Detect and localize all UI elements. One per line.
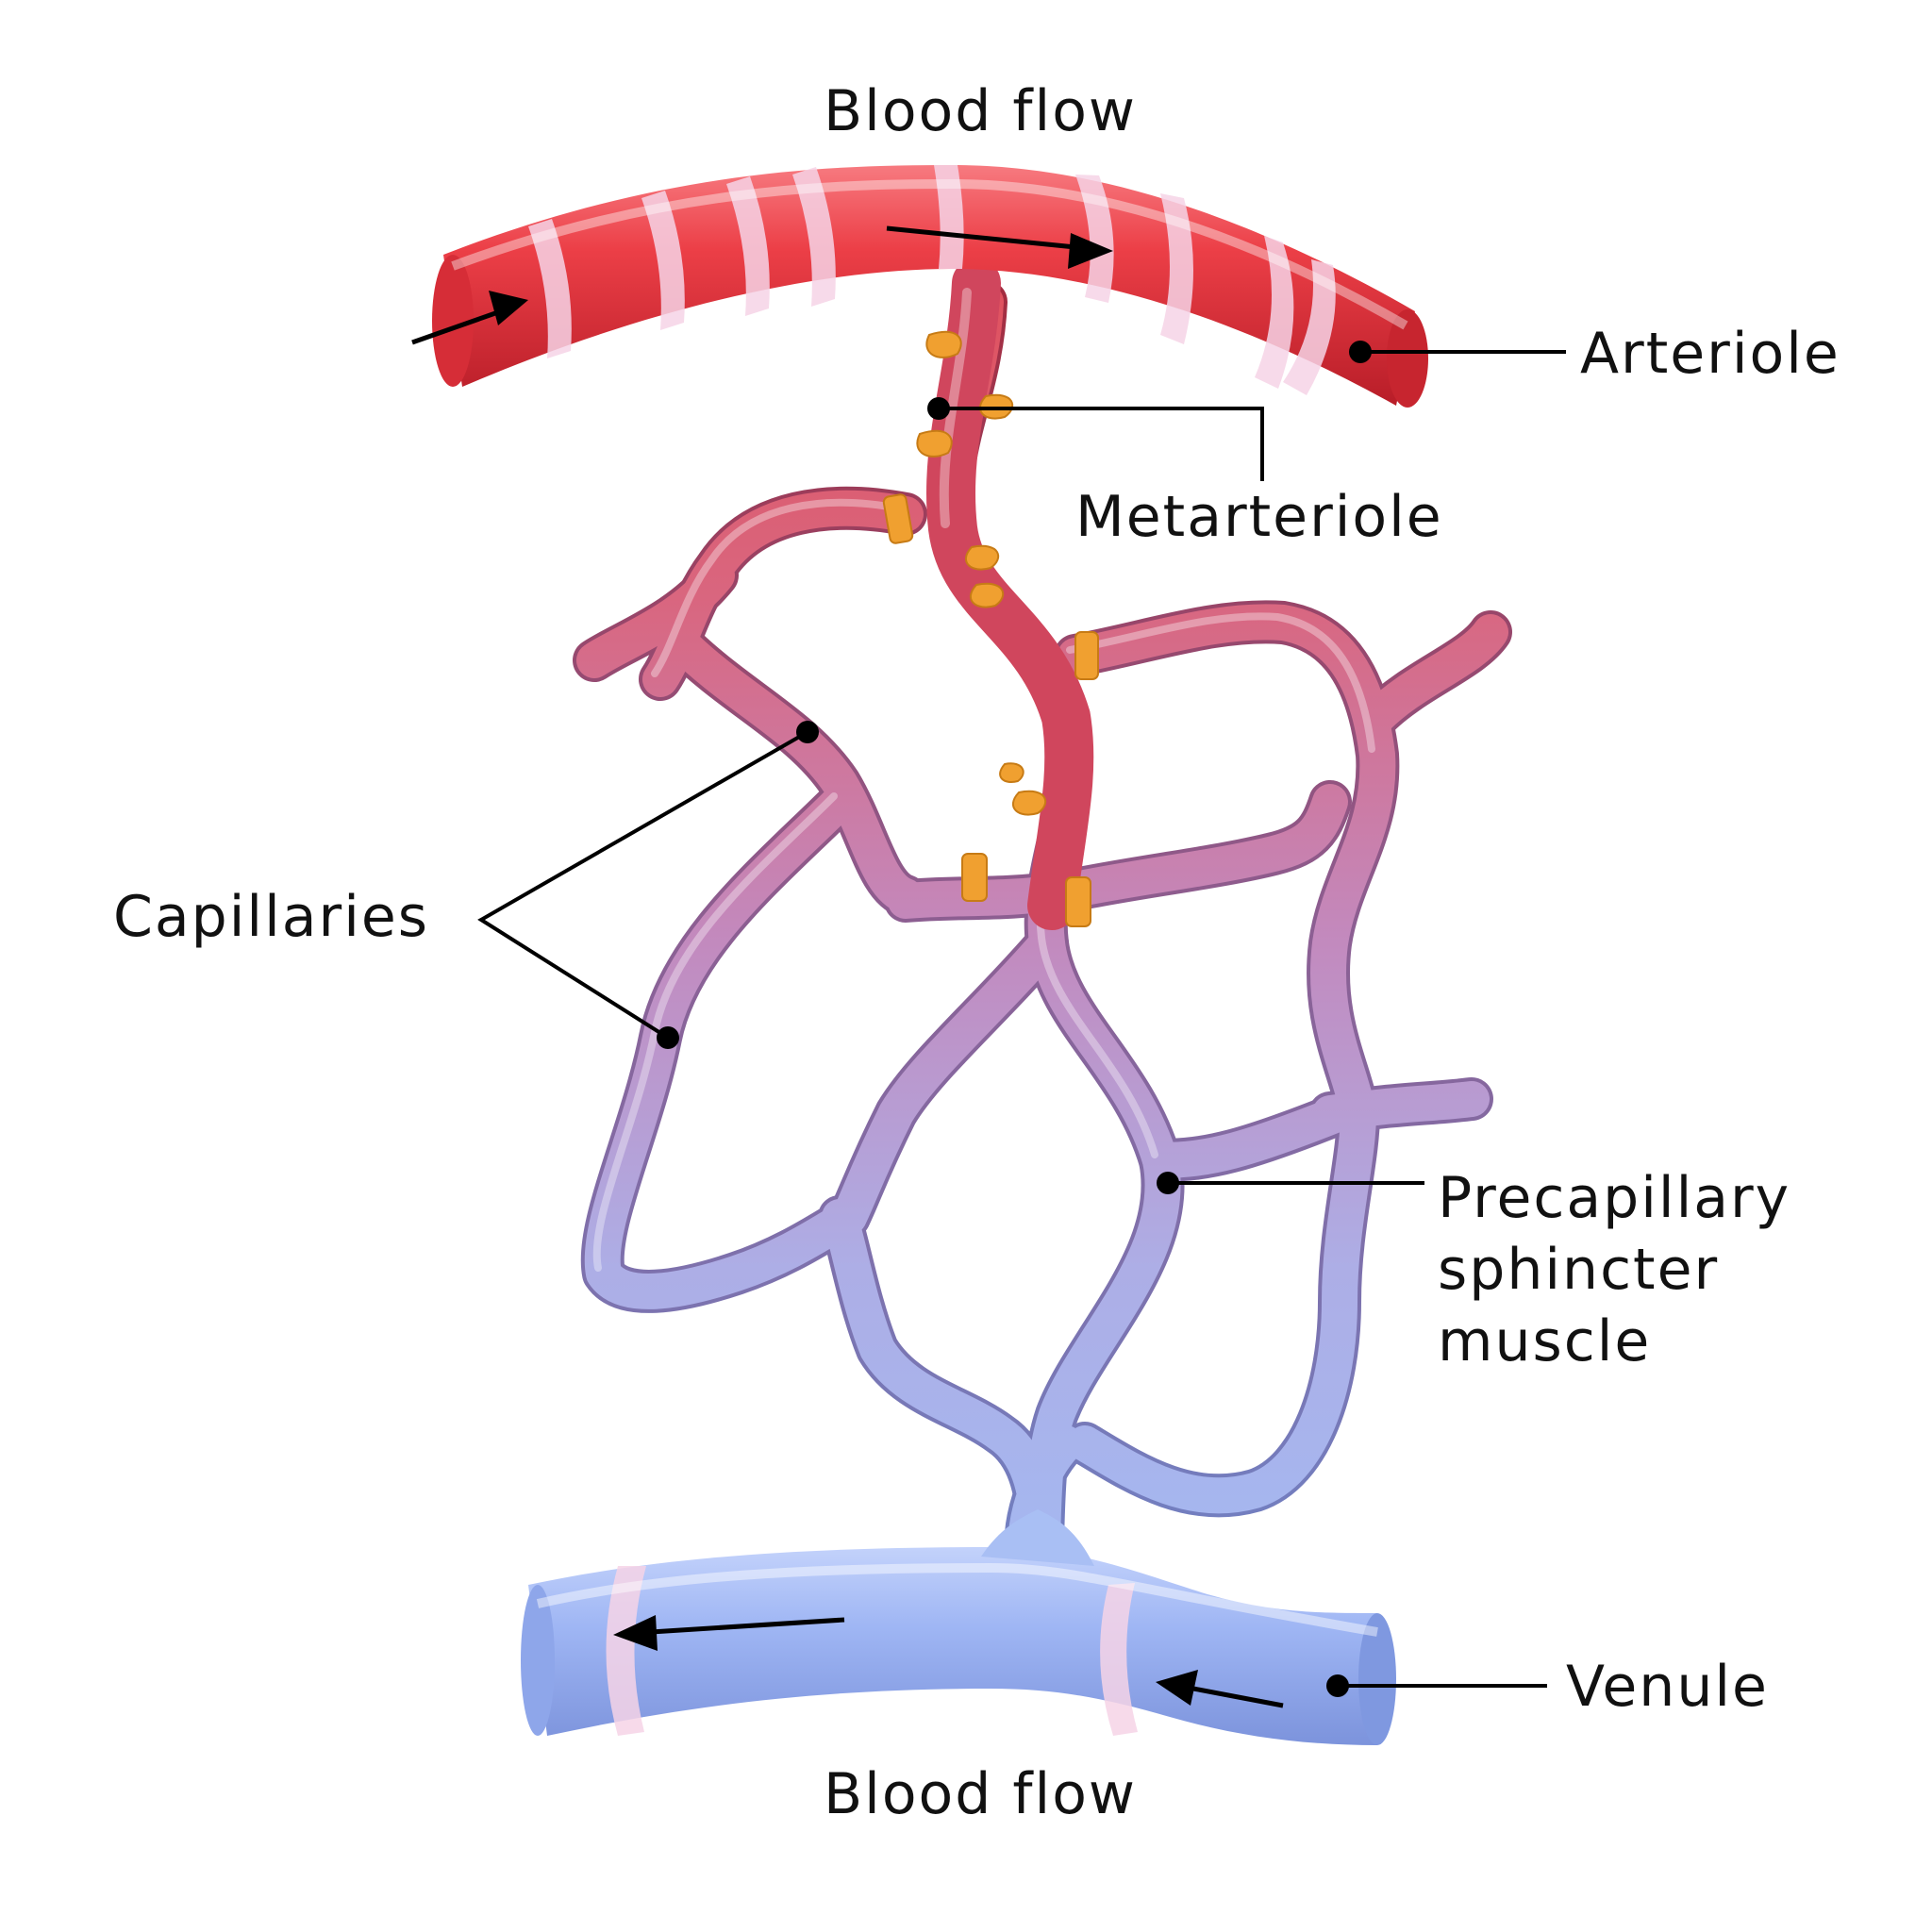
leader-precapillary — [1157, 1172, 1424, 1194]
label-arteriole: Arteriole — [1580, 321, 1840, 387]
label-precapillary-line3: muscle — [1438, 1308, 1651, 1374]
label-venule: Venule — [1566, 1654, 1769, 1720]
venule-muscle-bands — [606, 1566, 1138, 1736]
smooth-muscle-bands — [528, 165, 1336, 395]
flow-arrow-icon — [886, 225, 1113, 269]
label-metarteriole: Metarteriole — [1075, 484, 1443, 550]
label-blood-flow-bottom: Blood flow — [824, 1761, 1137, 1827]
precapillary-sphincters — [882, 330, 1099, 927]
arteriole-vessel — [432, 165, 1428, 408]
venule-vessel — [521, 1509, 1396, 1745]
label-precapillary-line2: sphincter — [1438, 1237, 1719, 1303]
label-blood-flow-top: Blood flow — [824, 78, 1137, 144]
flow-arrow-icon — [1156, 1670, 1284, 1708]
label-capillaries: Capillaries — [113, 884, 429, 950]
leader-capillaries — [477, 721, 819, 1049]
flow-arrow-icon — [411, 291, 528, 345]
flow-arrow-icon — [613, 1615, 845, 1651]
leader-arteriole — [1349, 341, 1566, 363]
metarteriole-vessel — [926, 258, 1094, 930]
leader-venule — [1326, 1674, 1547, 1697]
leader-metarteriole — [927, 397, 1264, 481]
label-precapillary-line1: Precapillary — [1438, 1165, 1790, 1231]
